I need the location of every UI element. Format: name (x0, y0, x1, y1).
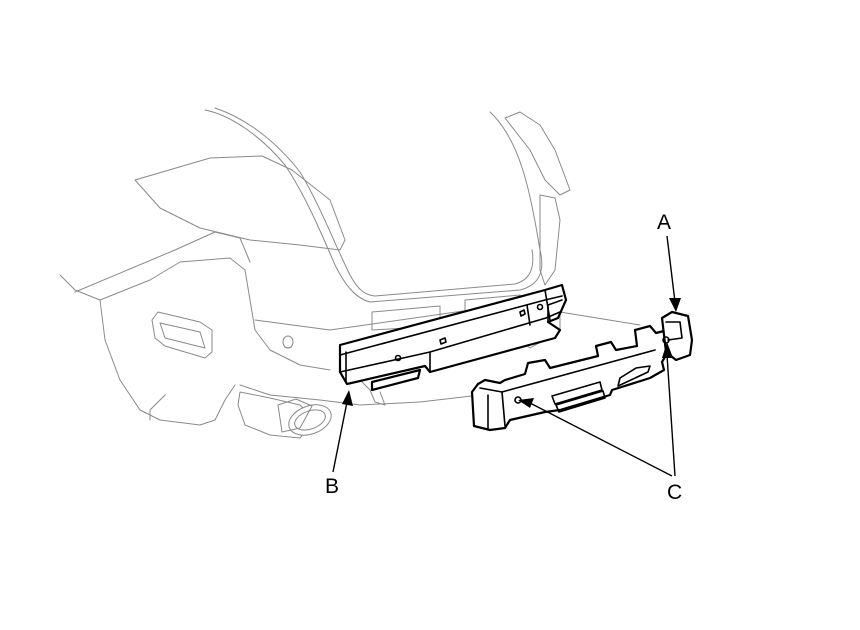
arrowhead-c-2 (662, 342, 673, 358)
bumper-reinforcement-beam (338, 283, 568, 392)
leader-a (666, 235, 676, 303)
callout-a: A (657, 211, 671, 234)
callout-b: B (325, 475, 339, 498)
leader-c-1 (529, 402, 673, 477)
arrowhead-a (669, 298, 681, 312)
leader-lines (332, 235, 681, 477)
energy-absorber (470, 310, 694, 432)
leader-c-2 (666, 354, 676, 477)
arrowhead-b (342, 390, 353, 406)
arrowhead-c-1 (518, 398, 534, 408)
callout-c: C (667, 481, 682, 504)
leader-b (332, 401, 348, 473)
